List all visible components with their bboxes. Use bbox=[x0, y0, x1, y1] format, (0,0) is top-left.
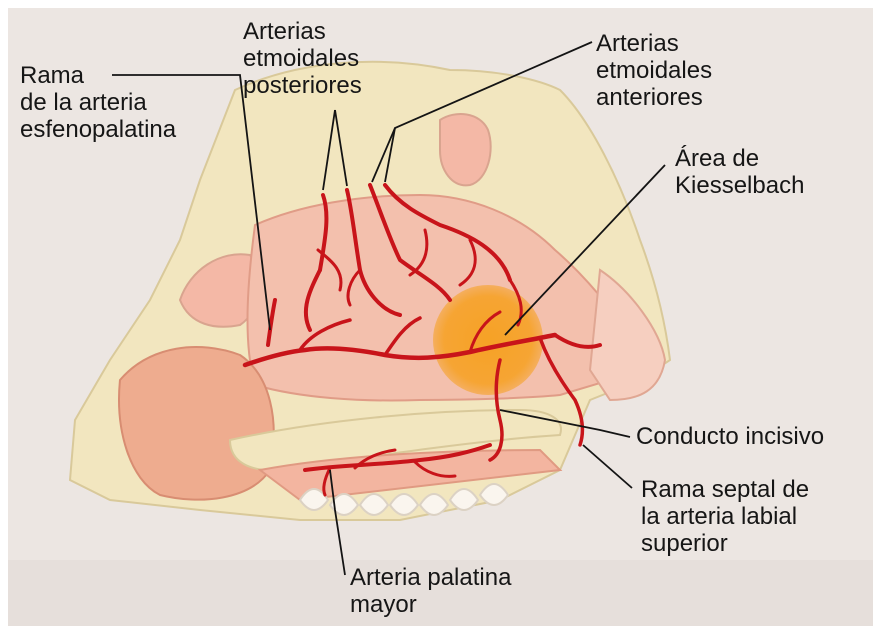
label-conducto-incisivo: Conducto incisivo bbox=[636, 423, 824, 450]
label-arterias-etmoidales-posteriores: Arterias etmoidales posteriores bbox=[243, 18, 362, 99]
nasopharynx-tissue bbox=[119, 347, 274, 500]
label-rama-septal-arteria-labial: Rama septal de la arteria labial superio… bbox=[641, 476, 809, 557]
label-rama-esfenopalatina: Rama de la arteria esfenopalatina bbox=[20, 62, 176, 143]
label-arteria-palatina-mayor: Arteria palatina mayor bbox=[350, 564, 511, 618]
label-area-kiesselbach: Área de Kiesselbach bbox=[675, 145, 804, 199]
label-arterias-etmoidales-anteriores: Arterias etmoidales anteriores bbox=[596, 30, 712, 111]
frontal-sinus bbox=[440, 114, 491, 185]
